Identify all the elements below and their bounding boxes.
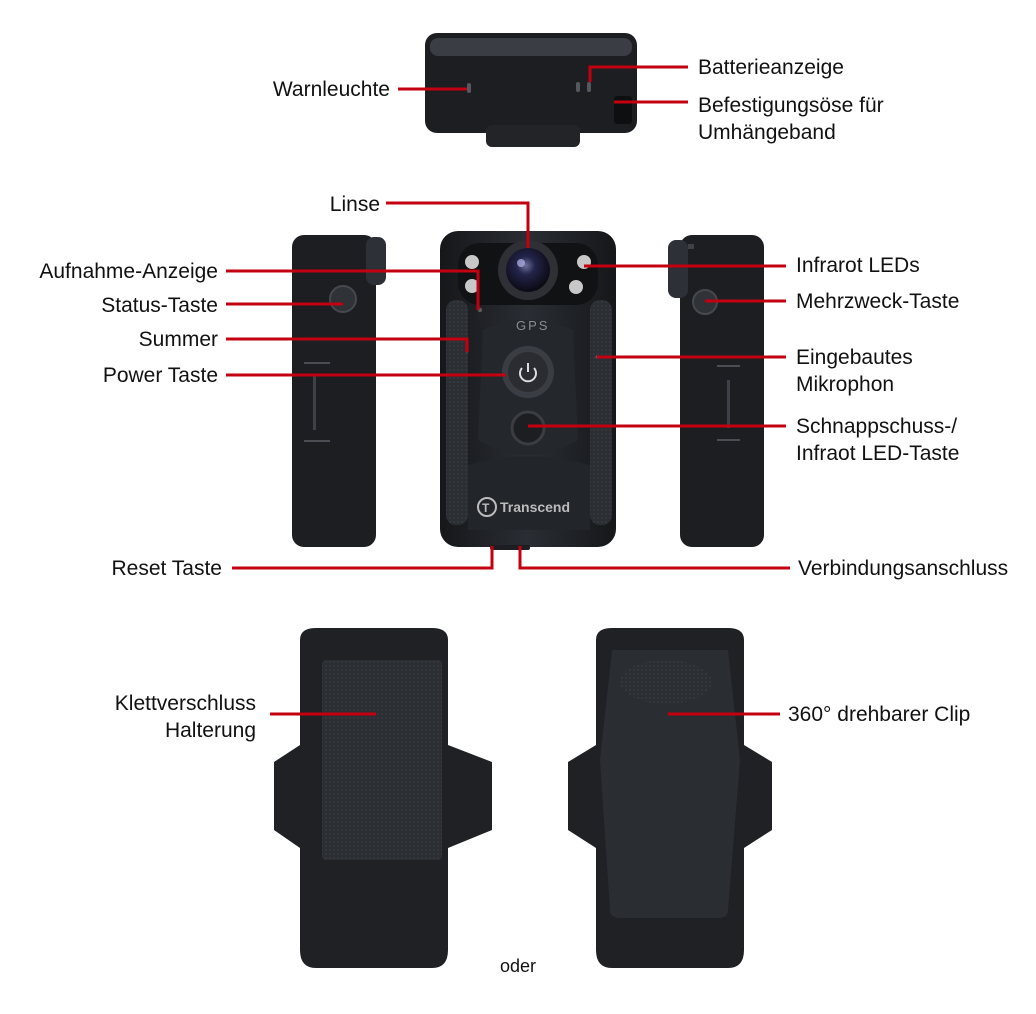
label-schnappschuss: Schnappschuss-/ Infraot LED-Taste — [796, 415, 960, 465]
clip-mount — [568, 628, 772, 968]
leader-verbindung — [518, 546, 790, 570]
velcro-mount — [274, 628, 492, 968]
label-mehrzweck-taste: Mehrzweck-Taste — [796, 290, 960, 313]
ir-led-icon — [465, 279, 479, 293]
camera-left-side-view — [292, 235, 386, 547]
label-reset-taste: Reset Taste — [111, 557, 222, 580]
battery-indicator — [576, 82, 580, 92]
camera-right-side-view — [668, 235, 764, 547]
label-mikrophon: Eingebautes Mikrophon — [796, 346, 913, 396]
status-button[interactable] — [329, 285, 357, 313]
velcro-pad — [322, 660, 442, 860]
separator-oder: oder — [500, 956, 537, 976]
transcend-logo-icon — [477, 497, 497, 517]
label-infrarot-leds: Infrarot LEDs — [796, 254, 920, 277]
rotating-clip — [600, 650, 740, 918]
leader-reset — [232, 546, 494, 570]
label-aufnahme-anzeige: Aufnahme-Anzeige — [39, 260, 218, 283]
leader-aufnahme — [226, 269, 480, 310]
label-befestigungsoese: Befestigungsöse für Umhängeband — [698, 94, 884, 144]
label-batterieanzeige: Batterieanzeige — [698, 56, 844, 79]
warning-light — [467, 83, 471, 93]
gps-text: GPS — [516, 318, 549, 333]
ir-led-icon — [465, 255, 479, 269]
leader-linse — [386, 201, 530, 248]
label-clip: 360° drehbarer Clip — [788, 703, 971, 726]
brand-text: Transcend — [500, 499, 570, 515]
label-verbindungsanschluss: Verbindungsanschluss — [798, 557, 1009, 580]
svg-text:T: T — [482, 501, 490, 515]
snapshot-button[interactable] — [510, 410, 546, 446]
label-power-taste: Power Taste — [102, 364, 218, 387]
label-klettverschluss: Klettverschluss Halterung — [114, 692, 256, 742]
label-summer: Summer — [138, 328, 218, 351]
power-icon — [519, 367, 537, 383]
camera-front-view: T — [440, 231, 616, 550]
label-warnleuchte: Warnleuchte — [272, 78, 390, 101]
leader-summer — [226, 337, 469, 352]
camera-top-view — [425, 33, 637, 147]
lens — [506, 248, 550, 292]
label-status-taste: Status-Taste — [101, 294, 218, 317]
leader-batterieanzeige — [588, 65, 688, 82]
leader-lines — [226, 65, 790, 716]
label-linse: Linse — [329, 193, 380, 216]
ir-led-icon — [569, 280, 583, 294]
